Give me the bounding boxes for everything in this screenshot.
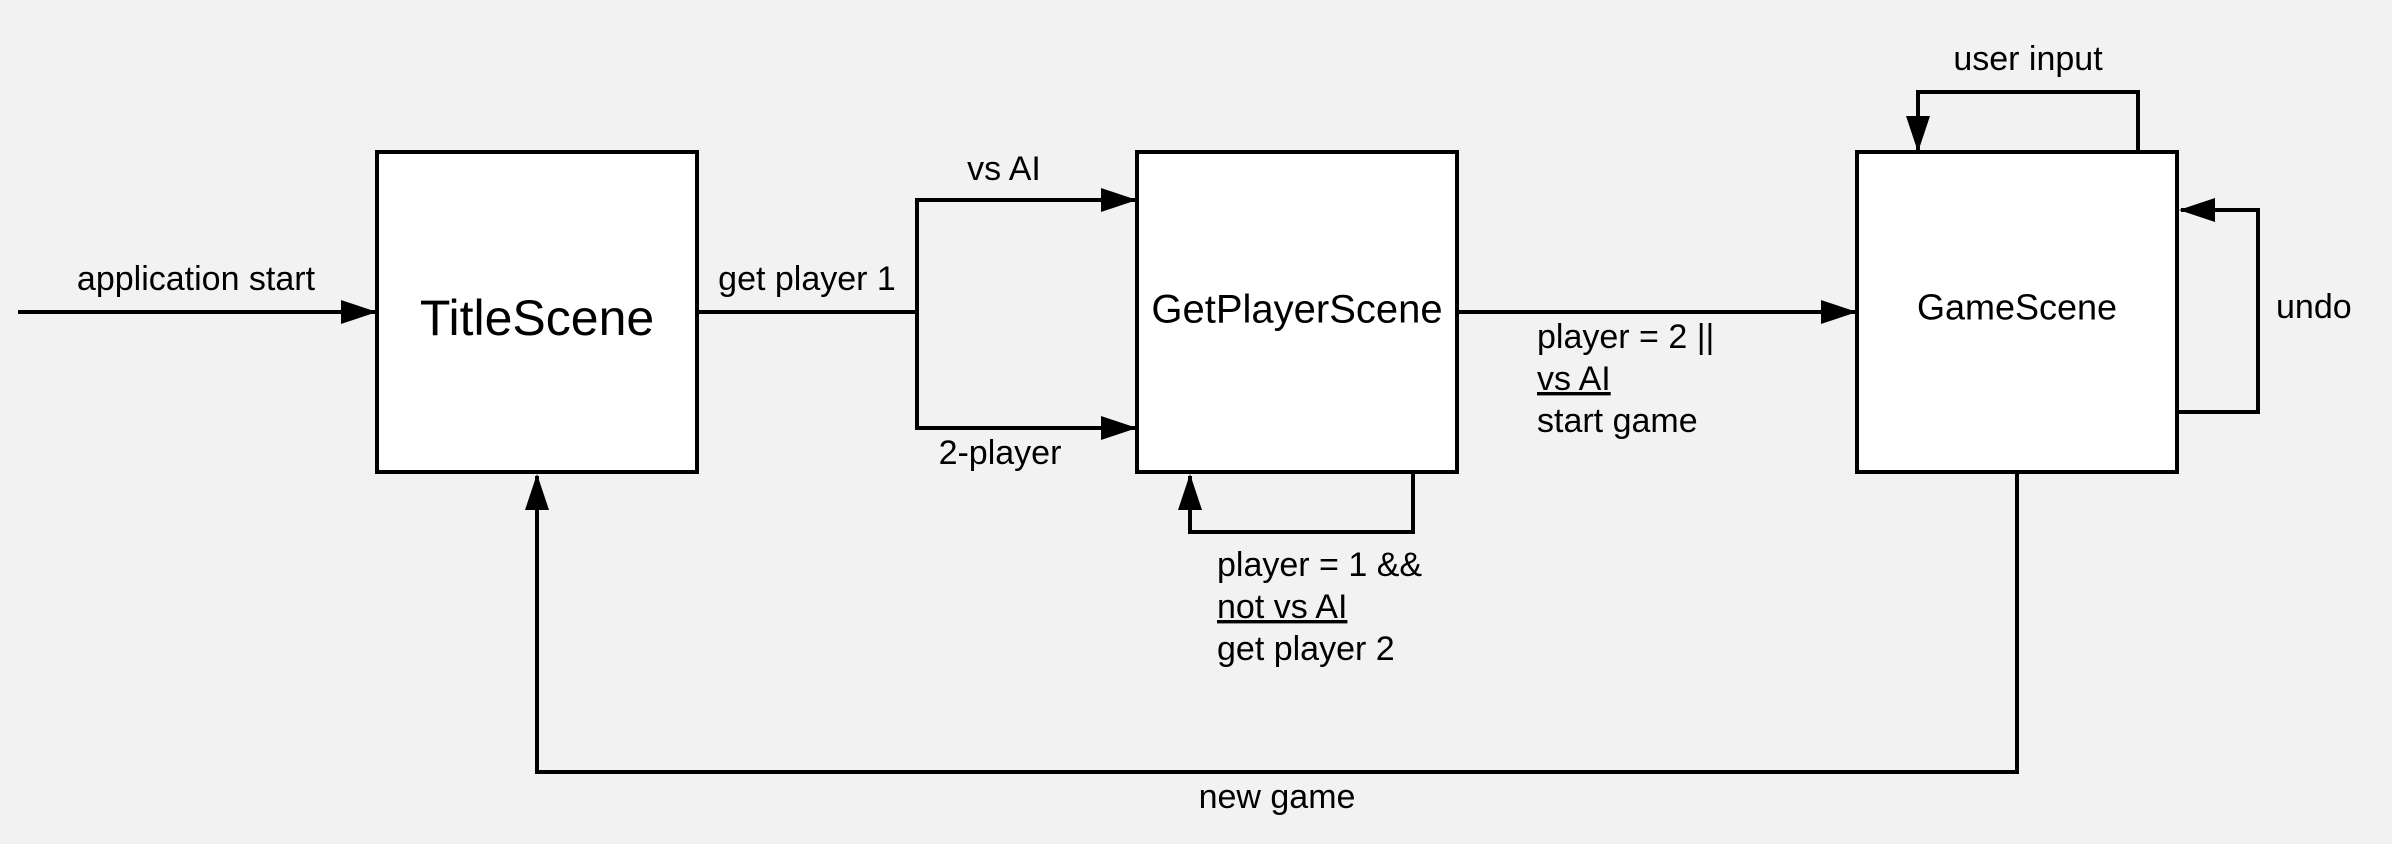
start-game-label-line3: start game xyxy=(1537,402,1698,440)
get-player-2-label-line2: not vs AI xyxy=(1217,588,1347,626)
get-player-scene-label: GetPlayerScene xyxy=(1151,288,1442,332)
title-scene-label: TitleScene xyxy=(420,290,654,346)
game-scene-label: GameScene xyxy=(1917,287,2117,328)
new-game-label: new game xyxy=(1199,778,1356,816)
start-game-label-line2: vs AI xyxy=(1537,360,1611,398)
undo-loop xyxy=(2179,198,2260,414)
user-input-label: user input xyxy=(1953,40,2103,78)
undo-label: undo xyxy=(2276,288,2352,326)
two-player-label: 2-player xyxy=(939,434,1062,472)
new-game-path xyxy=(525,474,2019,774)
start-game-label-line1: player = 2 || xyxy=(1537,318,1714,356)
get-player-2-loop xyxy=(1178,474,1415,534)
get-player-1-label: get player 1 xyxy=(718,260,896,298)
get-player-2-label-line1: player = 1 && xyxy=(1217,546,1422,584)
get-player-2-label-line3: get player 2 xyxy=(1217,630,1395,668)
application-start-label: application start xyxy=(77,260,316,298)
vs-ai-label: vs AI xyxy=(967,150,1041,188)
get-player-scene-box xyxy=(1135,150,1459,474)
user-input-loop xyxy=(1906,90,2140,152)
game-scene-box xyxy=(1855,150,2179,474)
title-scene-box xyxy=(375,150,699,474)
